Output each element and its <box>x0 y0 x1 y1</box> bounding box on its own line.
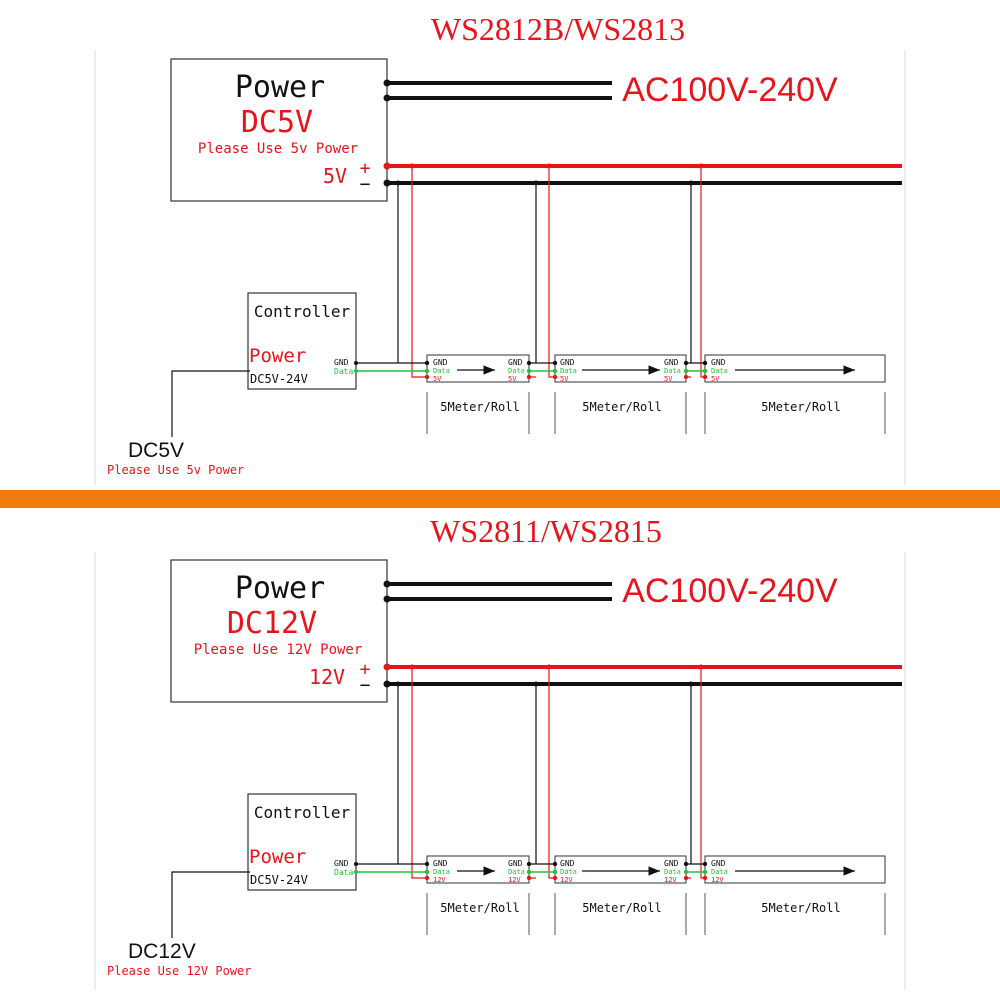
led-strip <box>554 354 687 383</box>
power-voltage: DC12V <box>227 606 317 641</box>
controller-range: DC5V-24V <box>250 372 308 386</box>
strip-data-label: Data <box>433 367 450 375</box>
section-title: WS2812B/WS2813 <box>431 11 685 47</box>
power-note: Please Use 5v Power <box>198 141 358 157</box>
led-strips: 5Meter/Roll 5Meter/Roll 5Meter/Roll GND … <box>426 354 886 434</box>
ac-input-wires: AC100V-240V <box>383 572 838 610</box>
strip-data-label: Data <box>560 868 577 876</box>
strip-gnd-label: GND <box>664 859 679 868</box>
strip-v-label: 5V <box>664 375 673 383</box>
plus-terminal-label: + <box>360 659 371 680</box>
strip-v-label: 12V <box>433 876 446 884</box>
strip-v-label: 12V <box>711 876 724 884</box>
strip-data-label: Data <box>560 367 577 375</box>
strip-data-label: Data <box>664 868 681 876</box>
strip-wiring <box>354 664 708 881</box>
strip-data-label: Data <box>664 367 681 375</box>
ws2811-section: WS2811/WS2815 Power DC12V Please Use 12V… <box>94 513 906 990</box>
roll-length-label: 5Meter/Roll <box>582 400 661 414</box>
ws2812b-section: WS2812B/WS2813 Power DC5V Please Use 5v … <box>94 11 906 485</box>
power-output-label: 5V <box>323 164 347 188</box>
dc-output-bus <box>383 663 902 688</box>
controller-input-wire: DC12V Please Use 12V Power <box>107 871 252 978</box>
power-output-label: 12V <box>309 665 345 689</box>
input-voltage-label: DC12V <box>128 940 196 963</box>
roll-length-label: 5Meter/Roll <box>761 400 840 414</box>
roll-length-label: 5Meter/Roll <box>582 901 661 915</box>
strip-v-label: 12V <box>664 876 677 884</box>
led-strips: 5Meter/Roll 5Meter/Roll 5Meter/Roll GND … <box>426 855 886 935</box>
led-strip <box>426 855 530 884</box>
ac-label: AC100V-240V <box>622 572 838 610</box>
power-heading: Power <box>235 70 325 105</box>
controller-gnd-label: GND <box>334 859 349 868</box>
strip-v-label: 5V <box>711 375 720 383</box>
strip-gnd-label: GND <box>508 358 523 367</box>
strip-gnd-label: GND <box>560 358 575 367</box>
power-supply: Power DC12V Please Use 12V Power 12V + − <box>170 559 388 703</box>
ac-input-wires: AC100V-240V <box>383 71 838 109</box>
input-note: Please Use 12V Power <box>107 964 252 978</box>
power-voltage: DC5V <box>241 105 313 140</box>
power-supply: Power DC5V Please Use 5v Power 5V + − <box>170 58 388 202</box>
input-voltage-label: DC5V <box>128 439 184 462</box>
section-separator <box>0 490 1000 508</box>
controller: Controller Power DC5V-24V GND Data <box>247 292 357 390</box>
roll-length-label: 5Meter/Roll <box>440 901 519 915</box>
strip-gnd-label: GND <box>508 859 523 868</box>
controller-data-label: Data <box>334 868 353 877</box>
strip-data-label: Data <box>711 367 728 375</box>
strip-data-label: Data <box>711 868 728 876</box>
power-note: Please Use 12V Power <box>194 642 363 658</box>
strip-gnd-label: GND <box>711 859 726 868</box>
ac-label: AC100V-240V <box>622 71 838 109</box>
strip-data-label: Data <box>508 367 525 375</box>
strip-v-label: 5V <box>560 375 569 383</box>
strip-v-label: 5V <box>508 375 517 383</box>
minus-terminal-label: − <box>360 174 371 195</box>
led-strip <box>704 354 886 383</box>
input-note: Please Use 5v Power <box>107 463 244 477</box>
led-strip <box>704 855 886 884</box>
strip-gnd-label: GND <box>560 859 575 868</box>
strip-data-label: Data <box>508 868 525 876</box>
controller-input-wire: DC5V Please Use 5v Power <box>107 370 250 477</box>
strip-data-label: Data <box>433 868 450 876</box>
section-title: WS2811/WS2815 <box>430 513 662 549</box>
strip-gnd-label: GND <box>664 358 679 367</box>
strip-v-label: 12V <box>508 876 521 884</box>
roll-length-label: 5Meter/Roll <box>761 901 840 915</box>
strip-v-label: 5V <box>433 375 442 383</box>
strip-v-label: 12V <box>560 876 573 884</box>
controller: Controller Power DC5V-24V GND Data <box>247 793 357 891</box>
minus-terminal-label: − <box>360 675 371 696</box>
plus-terminal-label: + <box>360 158 371 179</box>
controller-range: DC5V-24V <box>250 873 308 887</box>
strip-wiring <box>354 163 708 380</box>
controller-heading: Controller <box>254 803 351 822</box>
led-strip <box>426 354 530 383</box>
led-strip <box>554 855 687 884</box>
strip-gnd-label: GND <box>433 358 448 367</box>
controller-heading: Controller <box>254 302 351 321</box>
controller-power-label: Power <box>249 846 306 868</box>
strip-gnd-label: GND <box>433 859 448 868</box>
controller-power-label: Power <box>249 345 306 367</box>
controller-data-label: Data <box>334 367 353 376</box>
strip-gnd-label: GND <box>711 358 726 367</box>
roll-length-label: 5Meter/Roll <box>440 400 519 414</box>
dc-output-bus <box>383 162 902 187</box>
power-heading: Power <box>235 571 325 606</box>
controller-gnd-label: GND <box>334 358 349 367</box>
